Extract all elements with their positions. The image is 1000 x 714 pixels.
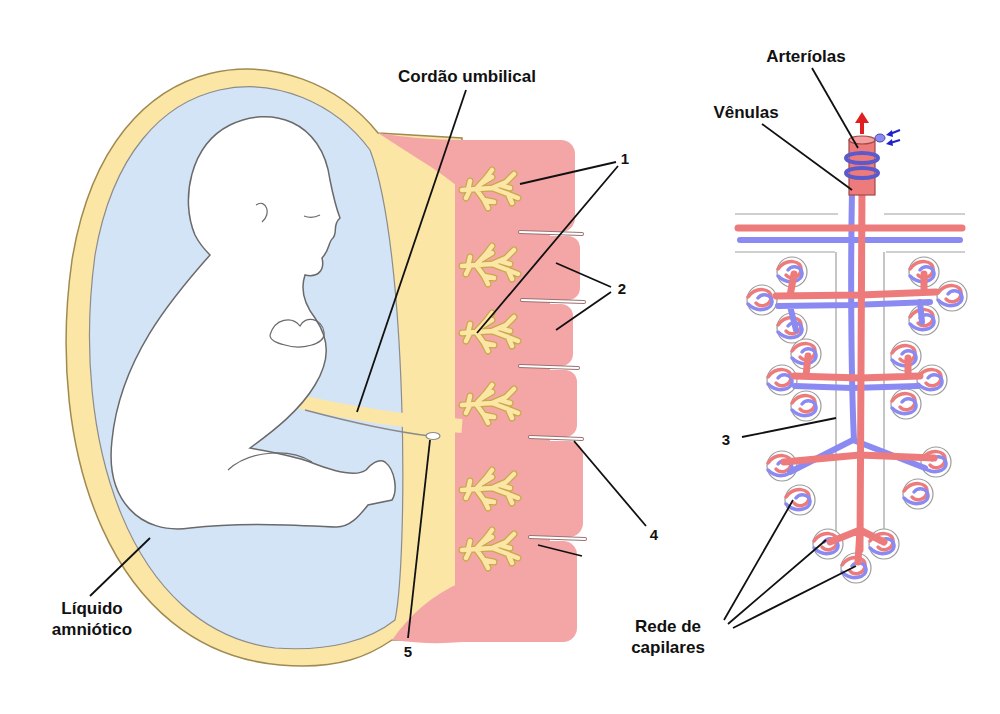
fetus — [111, 117, 395, 529]
callout-number: 4 — [650, 524, 658, 545]
chorion — [66, 69, 462, 666]
amniotic-cavity — [89, 87, 402, 649]
part-name: Vênulas — [713, 102, 778, 123]
arterioles-branches — [738, 190, 962, 562]
capillary-loops — [747, 257, 967, 583]
callout-number: 1 — [621, 148, 629, 169]
fetus-details — [228, 203, 324, 470]
callout-number: 2 — [618, 278, 626, 299]
part-name: Rede de capilares — [620, 616, 716, 658]
leader-lines — [90, 68, 858, 638]
part-name: Arteríolas — [766, 46, 845, 67]
umbilical-cord — [300, 402, 462, 426]
vessel-stem — [846, 134, 885, 195]
venules-branches — [740, 190, 960, 472]
cord-tip — [426, 433, 440, 440]
chorionic-villi — [462, 170, 518, 568]
flow-arrows — [855, 112, 900, 146]
placenta — [378, 133, 583, 643]
callout-number: 5 — [404, 641, 412, 662]
cord-vessel — [305, 410, 430, 436]
septa — [520, 232, 585, 539]
part-name: Cordão umbilical — [398, 66, 536, 87]
part-name: Líquido amniótico — [44, 598, 140, 640]
callout-number: 3 — [722, 429, 730, 450]
